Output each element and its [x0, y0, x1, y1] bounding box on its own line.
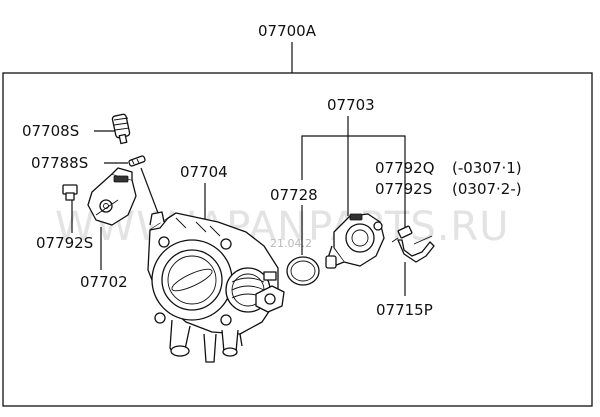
label-07704[interactable]: 07704 — [180, 163, 228, 181]
idle-air-control-valve-part — [325, 213, 385, 269]
label-07792S-right[interactable]: 07792S — [375, 180, 432, 198]
label-07703[interactable]: 07703 — [327, 96, 375, 114]
label-07708S[interactable]: 07708S — [22, 122, 79, 140]
label-07792S-left[interactable]: 07792S — [36, 234, 93, 252]
o-ring-part — [286, 256, 320, 286]
label-07702[interactable]: 07702 — [80, 273, 128, 291]
iac-bolt-part — [391, 225, 413, 243]
small-screw-part — [128, 155, 146, 167]
bracket-part — [397, 235, 435, 263]
label-07715P[interactable]: 07715P — [376, 301, 433, 319]
throttle-position-sensor-part — [87, 167, 137, 226]
spring-plug-part — [111, 113, 131, 145]
label-07792Q[interactable]: 07792Q — [375, 159, 435, 177]
throttle-body-part — [147, 211, 285, 363]
leader-07703 — [301, 135, 406, 228]
watermark-text: WWW.JAPANPARTS.RU — [55, 204, 510, 250]
tps-screw-part — [62, 184, 78, 201]
label-07728[interactable]: 07728 — [270, 186, 318, 204]
watermark-small-text: 21.04.2 — [270, 237, 312, 250]
label-07700A[interactable]: 07700A — [258, 22, 317, 40]
leader-screw-to-body — [140, 167, 159, 214]
assembly-frame — [2, 72, 593, 407]
label-07792S-range: (0307·2-) — [452, 180, 522, 198]
label-07792Q-range: (-0307·1) — [452, 159, 522, 177]
label-07788S[interactable]: 07788S — [31, 154, 88, 172]
